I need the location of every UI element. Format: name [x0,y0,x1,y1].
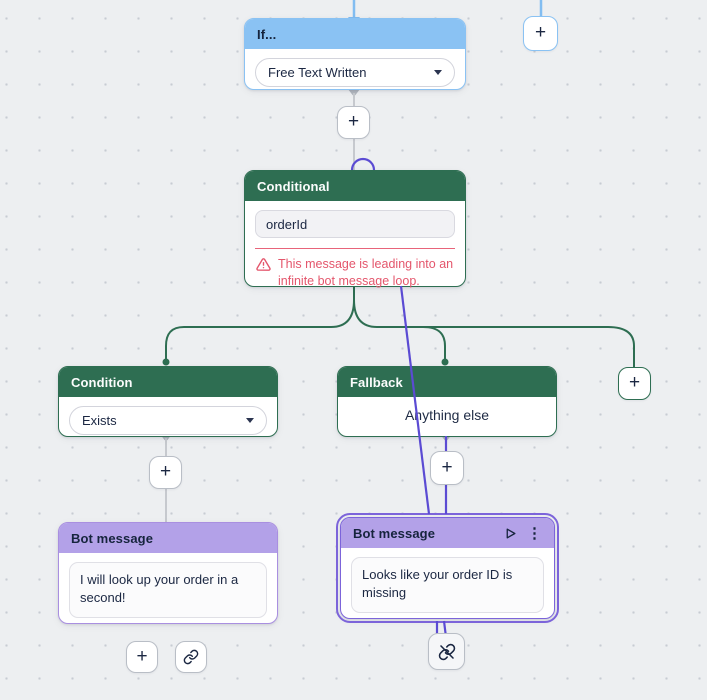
add-step-between-if-conditional-button[interactable]: + [337,106,370,139]
add-step-under-bot-message-button[interactable]: + [126,641,158,673]
conditional-node-header: Conditional [245,171,465,201]
edge-endpoint-fallback [441,358,449,366]
chevron-down-icon [434,70,442,75]
condition-node-body: Exists [59,397,277,444]
conditional-node-title: Conditional [257,178,330,194]
plus-icon: + [441,456,453,478]
kebab-icon: ⋮ [527,524,542,542]
edge-endpoint-condition [162,358,170,366]
conditional-variable-input[interactable] [255,210,455,238]
unlink-loop-button[interactable] [428,633,465,670]
if-node[interactable]: If... Free Text Written [244,18,466,90]
if-node-title: If... [257,26,277,42]
bot-message-left-body: I will look up your order in a second! [59,553,277,627]
error-divider [255,248,455,249]
conditional-node-body: This message is leading into aninfinite … [245,201,465,299]
bot-message-right-body: Looks like your order ID is missing [341,548,554,622]
fallback-node-body: Anything else [338,397,556,433]
plus-icon: + [628,372,641,393]
condition-operator-select-value: Exists [82,413,117,428]
play-preview-button[interactable] [504,527,517,540]
add-step-under-fallback-button[interactable]: + [430,451,464,485]
plus-icon: + [159,461,172,482]
condition-node-header: Condition [59,367,277,397]
add-branch-top-right-button[interactable]: + [523,16,558,51]
bot-message-node-right[interactable]: Bot message ⋮ Looks like your order ID i… [336,513,559,623]
edge-conditional-to-condition [165,285,355,361]
condition-node-title: Condition [71,374,133,390]
bot-message-right-header: Bot message ⋮ [341,518,554,548]
add-step-under-condition-button[interactable]: + [149,456,182,489]
plus-icon: + [347,111,360,132]
bot-message-right-text: Looks like your order ID is missing [351,557,544,613]
conditional-node[interactable]: Conditional This message is leading into… [244,170,466,288]
edge-conditional-to-fallback [422,326,446,361]
bot-message-node-left[interactable]: Bot message I will look up your order in… [58,522,278,624]
if-trigger-select-value: Free Text Written [268,65,367,80]
chevron-down-icon [246,418,254,423]
bot-message-right-title: Bot message [353,525,436,541]
bot-message-left-header: Bot message [59,523,277,553]
fallback-value: Anything else [404,407,490,423]
edge-if-output-stub [348,89,360,96]
condition-node[interactable]: Condition Exists [58,366,278,437]
bot-message-left-title: Bot message [71,530,154,546]
warning-triangle-icon [256,258,271,271]
fallback-node[interactable]: Fallback Anything else [337,366,557,437]
play-icon [506,528,516,538]
add-condition-branch-button[interactable]: + [618,367,651,400]
if-node-body: Free Text Written [245,49,465,96]
if-node-header: If... [245,19,465,49]
more-options-button[interactable]: ⋮ [527,526,542,541]
condition-operator-select[interactable]: Exists [69,406,267,435]
fallback-node-title: Fallback [350,374,403,390]
bot-message-right-actions: ⋮ [504,526,542,541]
if-trigger-select[interactable]: Free Text Written [255,58,455,87]
plus-icon: + [534,22,547,43]
edge-conditional-to-add-branch [353,285,635,367]
plus-icon: + [136,645,148,667]
fallback-node-header: Fallback [338,367,556,397]
link-icon [183,649,199,665]
bot-message-left-text: I will look up your order in a second! [69,562,267,618]
unlink-icon [438,643,455,660]
link-step-button[interactable] [175,641,207,673]
